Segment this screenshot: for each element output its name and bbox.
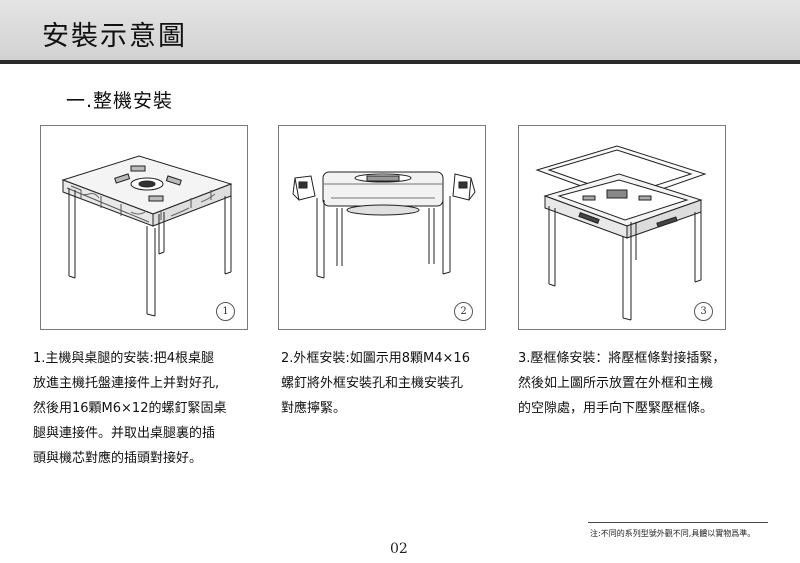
step-3-line: 然後如上圖所示放置在外框和主機 [518,376,714,391]
footnote: 注:不同的系列型號外觀不同,具體以實物爲準。 [590,529,756,538]
step-1-line: 1.主機與桌腿的安裝:把4根桌腿 [33,351,215,366]
step-1-line: 然後用16顆M6×12的螺釘緊固桌 [33,401,227,416]
step-2-description: 2.外框安裝:如圖示用8顆M4×16 螺釘將外框安裝孔和主機安裝孔 對應擰緊。 [281,346,470,421]
step-3-line: 的空隙處，用手向下壓緊壓框條。 [518,401,714,416]
step-3-line: 3.壓框條安裝：將壓框條對接插緊， [518,351,726,366]
step-number-badge: 3 [694,302,713,321]
step-1-line: 放進主機托盤連接件上并對好孔, [33,376,220,391]
page-title: 安裝示意圖 [42,21,187,52]
step-2-line: 對應擰緊。 [281,401,347,416]
step-2-line: 2.外框安裝:如圖示用8顆M4×16 [281,351,470,366]
page-number: 02 [390,541,408,557]
step-3-description: 3.壓框條安裝：將壓框條對接插緊， 然後如上圖所示放置在外框和主機 的空隙處，用… [518,346,725,421]
figure-panel-3: 3 [518,125,726,330]
step-2-line: 螺釘將外框安裝孔和主機安裝孔 [281,376,464,391]
frame-installation-illustration [292,171,476,279]
header-rule [0,60,800,64]
step-number-badge: 2 [454,302,473,321]
note-divider [588,522,768,523]
section-title: 一.整機安裝 [66,90,174,112]
press-frame-illustration [535,145,707,321]
figure-panel-1: 1 [40,125,248,330]
step-1-line: 頭與機芯對應的插頭對接好。 [33,451,203,466]
header-band [0,0,800,60]
table-with-legs-illustration [61,155,233,317]
step-number-badge: 1 [216,302,235,321]
step-1-line: 腿與連接件。并取出桌腿裏的插 [33,426,216,441]
step-1-description: 1.主機與桌腿的安裝:把4根桌腿 放進主機托盤連接件上并對好孔, 然後用16顆M… [33,346,226,471]
figure-panel-2: 2 [278,125,486,330]
